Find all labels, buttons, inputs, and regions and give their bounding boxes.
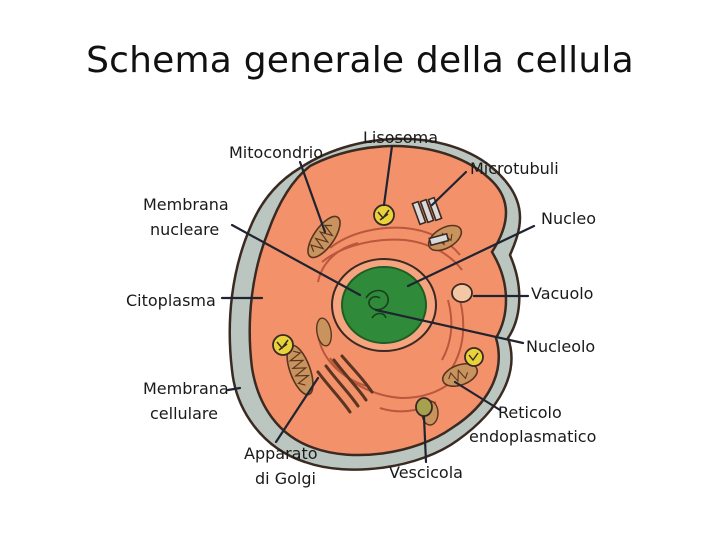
label-reticolo-1: Reticolo [498, 403, 562, 422]
vesicle [415, 397, 433, 417]
nucleolus [365, 289, 389, 319]
label-nucleo: Nucleo [541, 209, 596, 228]
label-membrana-cellulare-1: Membrana [143, 379, 229, 398]
vacuole [451, 283, 473, 303]
label-lisosoma: Lisosoma [363, 128, 438, 147]
label-vacuolo: Vacuolo [531, 284, 593, 303]
label-mitocondrio: Mitocondrio [229, 143, 323, 162]
label-apparato-golgi-2: di Golgi [255, 469, 316, 488]
label-membrana-cellulare-2: cellulare [150, 404, 218, 423]
microtubules [411, 196, 450, 247]
label-microtubuli: Microtubuli [470, 159, 559, 178]
nucleus [341, 266, 427, 344]
mitochondria [286, 215, 479, 426]
label-membrana-nucleare-2: nucleare [150, 220, 219, 239]
golgi-apparatus [316, 354, 374, 414]
lysosomes [272, 204, 484, 367]
label-membrana-nucleare-1: Membrana [143, 195, 229, 214]
page-title: Schema generale della cellula [86, 40, 634, 81]
label-nucleolo: Nucleolo [526, 337, 595, 356]
label-apparato-golgi-1: Apparato [244, 444, 318, 463]
label-reticolo-2: endoplasmatico [469, 427, 596, 446]
label-citoplasma: Citoplasma [126, 291, 216, 310]
label-vescicola: Vescicola [389, 463, 463, 482]
leader-lines [220, 144, 536, 464]
